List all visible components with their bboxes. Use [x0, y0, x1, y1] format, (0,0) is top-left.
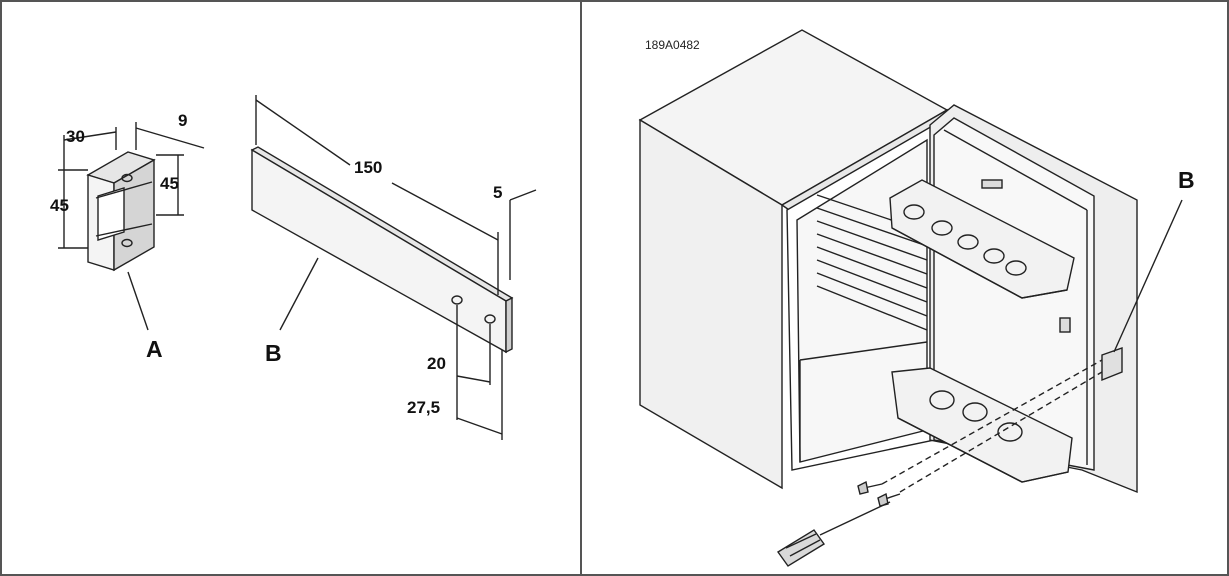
dim-bracket-height-inner: 45 [160, 174, 179, 193]
screws-and-guides [857, 359, 1103, 507]
lower-door-bin [891, 367, 1073, 483]
dim-plate-length: 150 [354, 158, 383, 177]
dim-bracket-height-outer: 45 [50, 196, 69, 215]
dim-bracket-width: 30 [66, 127, 85, 146]
dim-plate-thickness: 5 [493, 183, 503, 202]
bracket-a-drawing [58, 122, 205, 331]
dim-hole-near: 20 [427, 354, 446, 373]
part-label-a: A [146, 336, 163, 362]
part-label-b-mounted: B [1178, 167, 1195, 193]
dim-hole-far: 27,5 [407, 398, 441, 417]
plate-b-drawing [250, 95, 537, 440]
refrigerator-drawing [638, 29, 1183, 567]
right-panel: 189A0482 B [582, 0, 1229, 576]
upper-door-bin [889, 179, 1075, 299]
drawing-code: 189A0482 [645, 38, 700, 52]
left-panel: 30 9 45 45 A 150 5 B 20 27,5 [0, 0, 580, 576]
parts-drawing [58, 95, 537, 440]
mounting-bracket [1101, 199, 1183, 382]
panel-divider [580, 0, 582, 576]
dim-bracket-depth: 9 [178, 111, 188, 130]
screwdriver [776, 501, 891, 567]
part-label-b: B [265, 340, 282, 366]
